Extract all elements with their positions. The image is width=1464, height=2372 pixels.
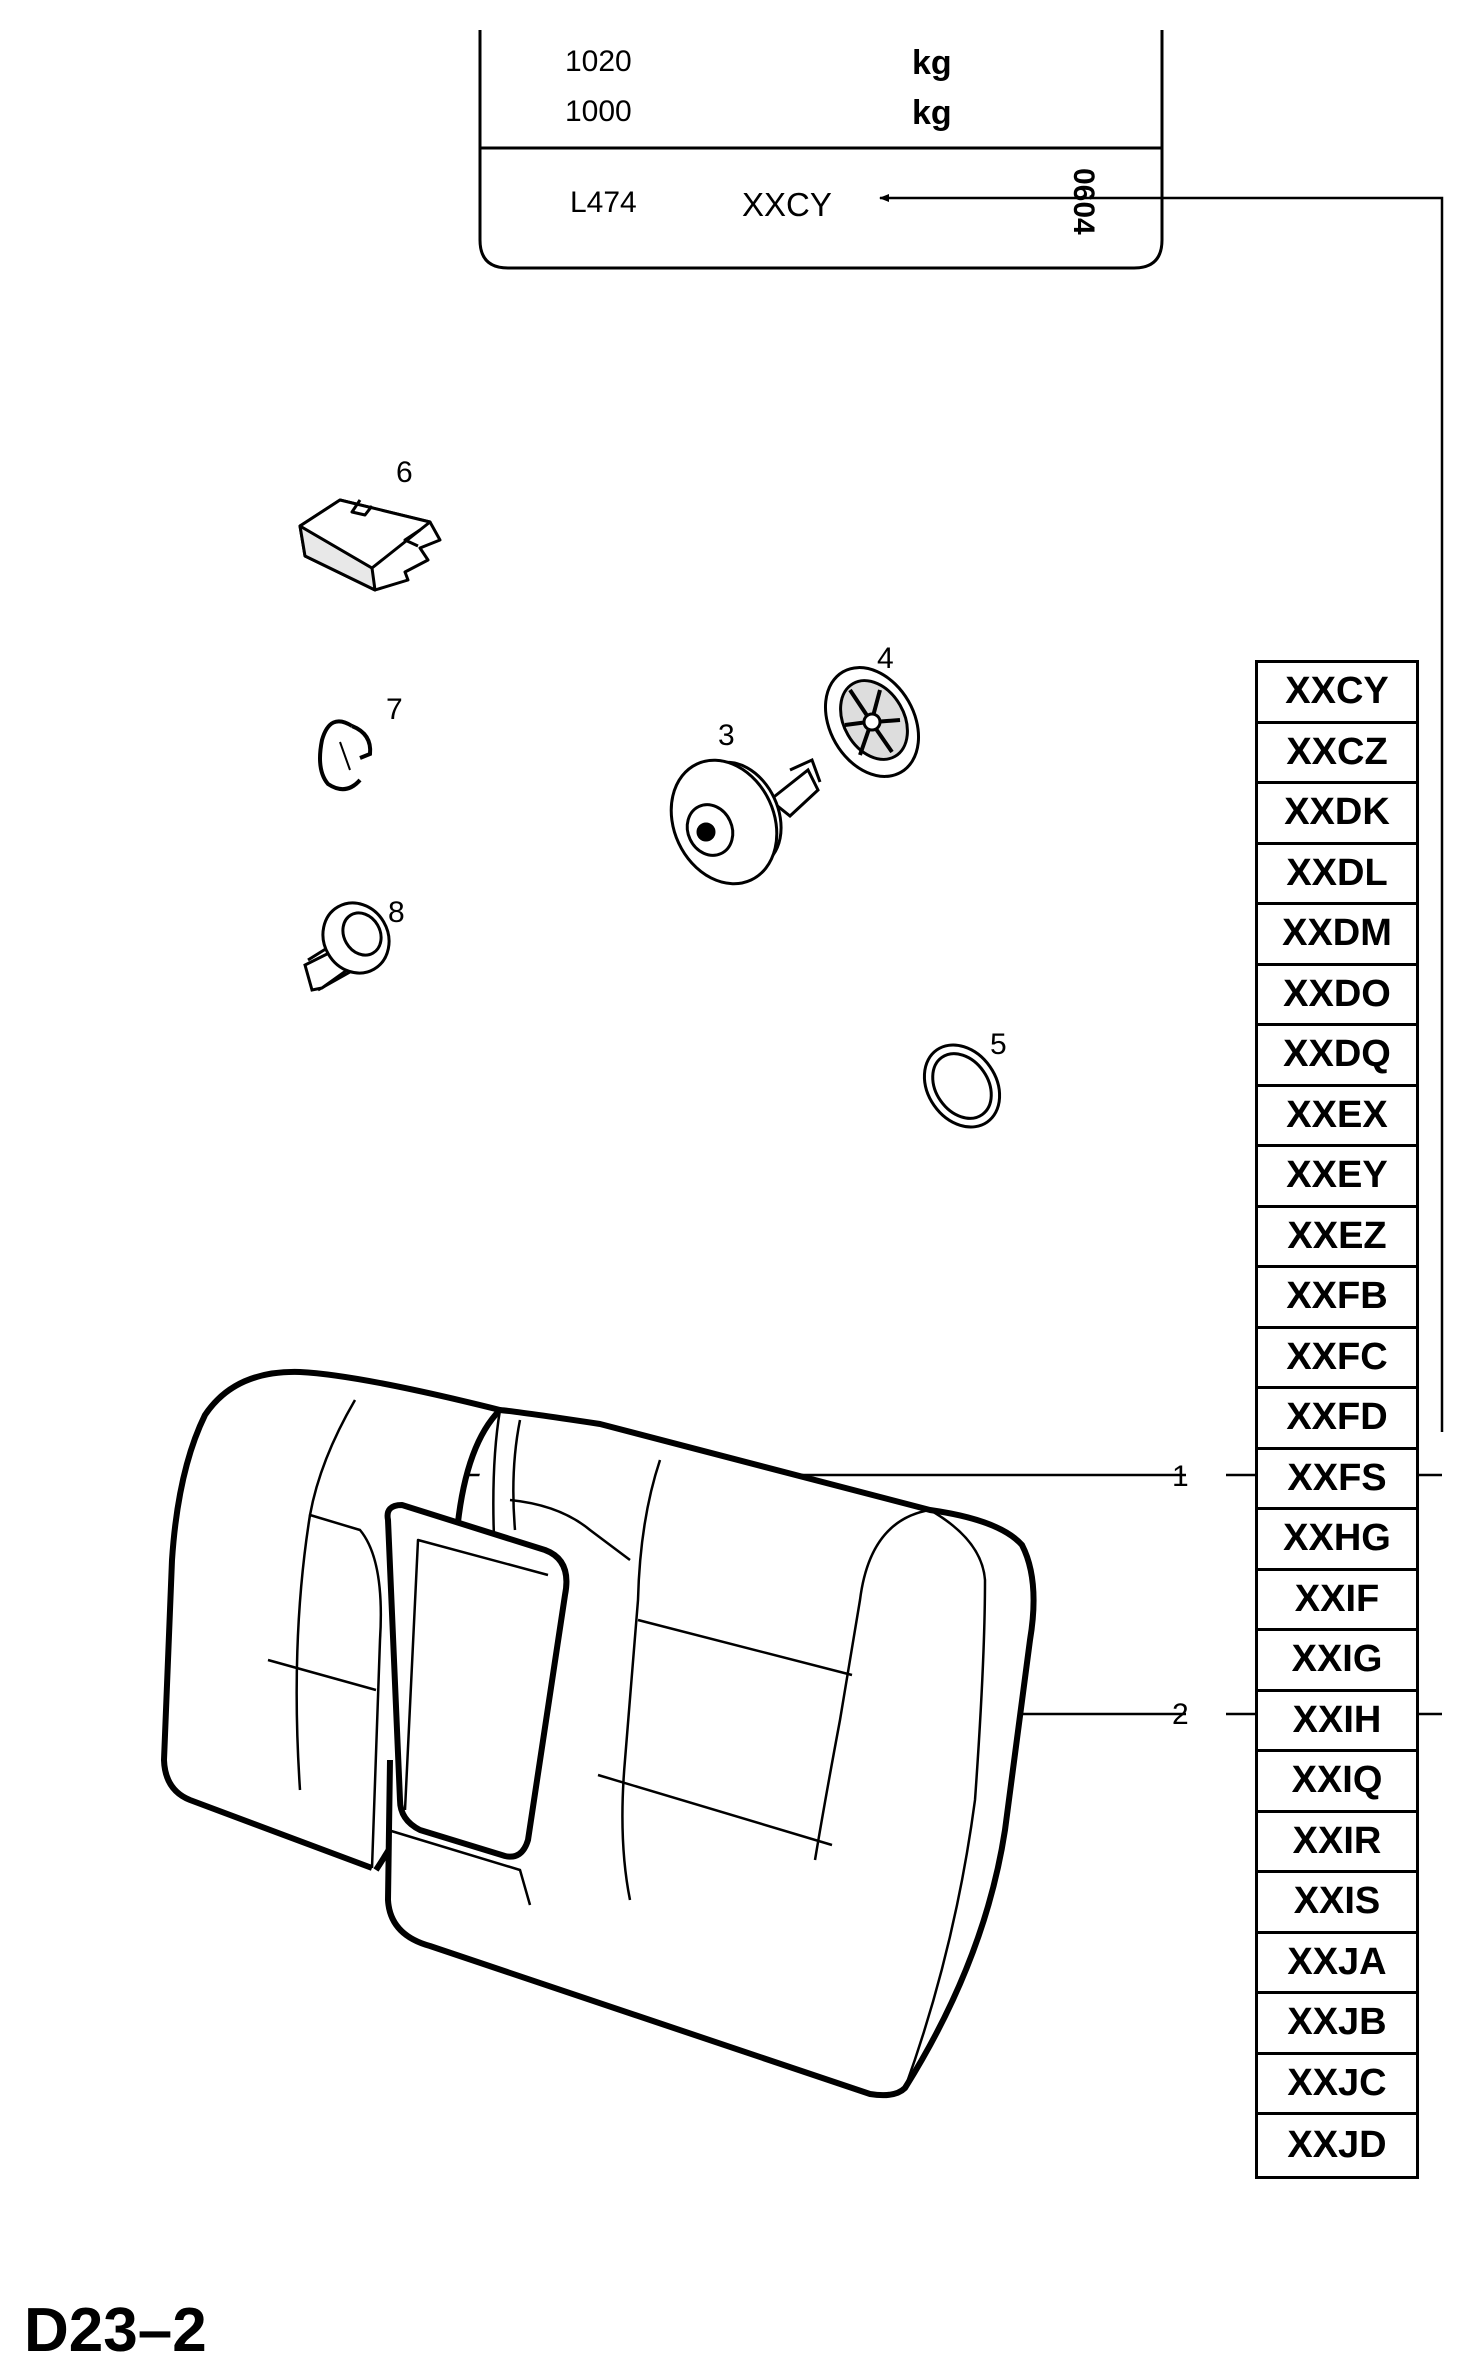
code-item: XXEX: [1258, 1087, 1416, 1147]
part-label-5: 5: [990, 1028, 1007, 1061]
code-item: XXEZ: [1258, 1208, 1416, 1268]
date-code: 0604: [1067, 168, 1100, 235]
code-item: XXHG: [1258, 1510, 1416, 1571]
code-item: XXIH: [1258, 1692, 1416, 1752]
code-item: XXJD: [1287, 2123, 1387, 2166]
code-item: XXDM: [1258, 905, 1416, 966]
code-arrow-line: [879, 194, 1444, 1432]
code-item: XXIQ: [1258, 1752, 1416, 1813]
info-box: [478, 30, 1164, 270]
code-item: XXFB: [1258, 1268, 1416, 1329]
screw-icon: [303, 901, 391, 992]
code-item: XXDO: [1258, 966, 1416, 1026]
part-label-8: 8: [388, 896, 405, 929]
selected-code: XXCY: [742, 186, 832, 223]
code-item: XXJC: [1258, 2055, 1416, 2115]
weight-unit-1: kg: [912, 44, 952, 82]
code-item: XXEY: [1258, 1147, 1416, 1208]
code-item: XXIG: [1258, 1631, 1416, 1692]
part-label-2: 2: [1172, 1698, 1189, 1731]
code-item: XXJA: [1258, 1934, 1416, 1994]
part-label-6: 6: [396, 456, 413, 489]
code-item: XXDK: [1258, 784, 1416, 845]
code-item: XXCZ: [1258, 724, 1416, 784]
weight-value-1: 1020: [565, 45, 632, 78]
spring-clip-icon: [318, 719, 373, 792]
code-item: XXFC: [1258, 1329, 1416, 1389]
rosette-icon: [823, 666, 921, 778]
code-item: XXFD: [1258, 1389, 1416, 1450]
model-code: L474: [570, 186, 637, 219]
code-item: XXIR: [1258, 1813, 1416, 1873]
code-item: XXIS: [1258, 1873, 1416, 1934]
code-item: XXCY: [1258, 663, 1416, 724]
ring-icon: [922, 1043, 1002, 1129]
seat-backrest-icon: [161, 1368, 1037, 2099]
code-item: XXIF: [1258, 1571, 1416, 1631]
code-item: XXDQ: [1258, 1026, 1416, 1087]
code-item: XXFS: [1258, 1450, 1416, 1510]
push-rivet-icon: [669, 757, 822, 886]
weight-unit-2: kg: [912, 94, 952, 132]
part-label-7: 7: [386, 693, 403, 726]
code-item: XXJB: [1258, 1994, 1416, 2055]
part-label-3: 3: [718, 719, 735, 752]
part-label-1: 1: [1172, 1460, 1189, 1493]
code-item: XXDL: [1258, 845, 1416, 905]
weight-value-2: 1000: [565, 95, 632, 128]
diagram-id: D23–2: [24, 2296, 207, 2365]
clip-block-icon: [298, 498, 442, 592]
part-label-4: 4: [877, 642, 894, 675]
